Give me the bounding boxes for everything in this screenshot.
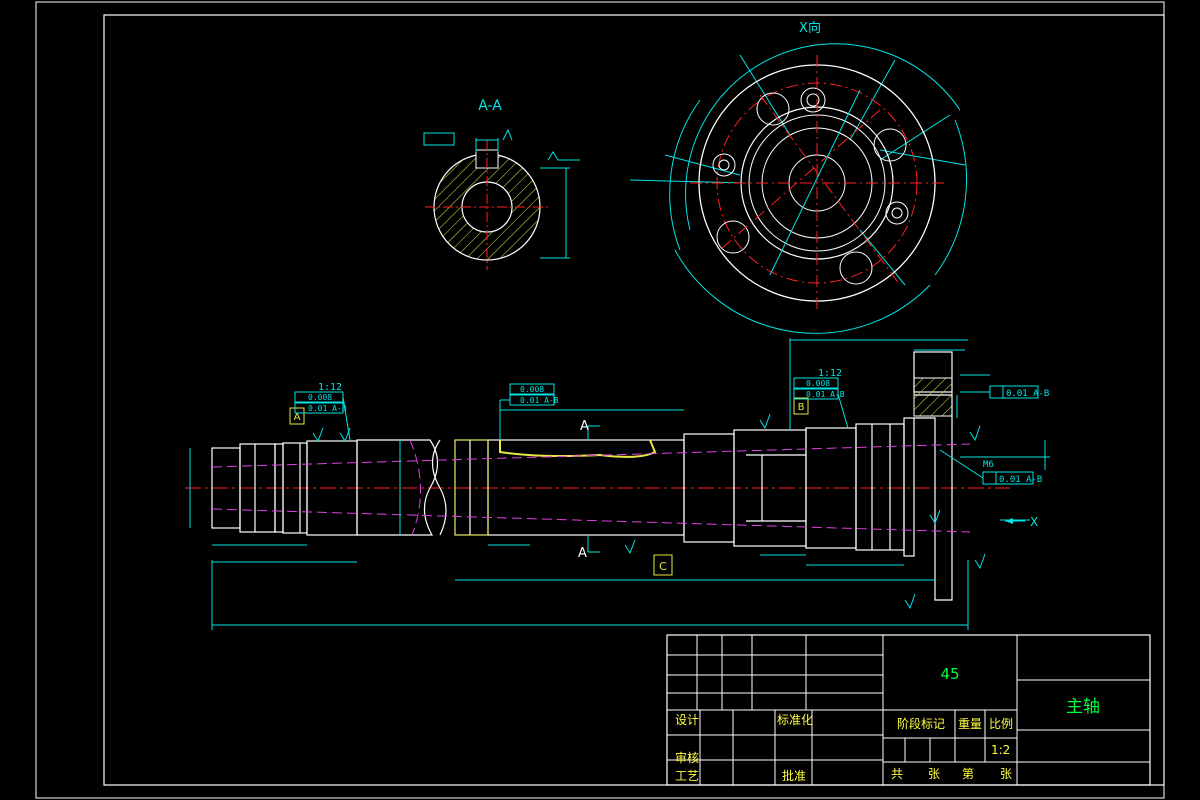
shaft-keyway bbox=[499, 439, 657, 458]
weight-label: 重量 bbox=[958, 717, 982, 731]
hidden-bore-lines bbox=[211, 439, 971, 536]
bolt-holes bbox=[712, 87, 909, 285]
tolerance-mid: 0.008 0.01 A-B bbox=[499, 383, 559, 440]
angle-dimension-arc-bottom bbox=[674, 249, 931, 334]
tolerance-left: 1:12 0.008 0.01 A-B bbox=[294, 382, 351, 441]
x-arrow-label: X bbox=[1030, 515, 1038, 529]
tolerance-face: 0.01 A-B bbox=[960, 385, 1049, 399]
angle-dimension-arc-left bbox=[669, 99, 701, 251]
section-mark-a-bottom: A bbox=[578, 546, 587, 561]
scale-value-label: 1:2 bbox=[991, 743, 1010, 757]
angle-dimension-arc-right bbox=[934, 119, 968, 276]
svg-text:0.008: 0.008 bbox=[806, 379, 830, 388]
title-block-text: 45 主轴 设计 标准化 审核 工艺 批准 阶段标记 重量 比例 1:2 共 张… bbox=[675, 665, 1100, 783]
part-name-label: 主轴 bbox=[1066, 697, 1100, 717]
outer-frame bbox=[35, 1, 1165, 799]
design-label: 设计 bbox=[675, 713, 699, 727]
svg-text:0.01 A-B: 0.01 A-B bbox=[806, 390, 845, 399]
svg-text:0.008: 0.008 bbox=[520, 385, 544, 394]
datum-c-frame bbox=[653, 554, 673, 576]
title-block bbox=[666, 634, 1151, 786]
flange-hatch-block bbox=[913, 377, 953, 417]
svg-text:M6: M6 bbox=[983, 460, 994, 470]
svg-text:0.01 A-B: 0.01 A-B bbox=[520, 396, 559, 405]
svg-text:0.01 A-B: 0.01 A-B bbox=[1006, 389, 1049, 399]
svg-text:0.01 A-B: 0.01 A-B bbox=[308, 404, 347, 413]
process-label: 工艺 bbox=[675, 769, 699, 783]
datum-c-label: C bbox=[659, 560, 667, 573]
svg-text:0.01 A-B: 0.01 A-B bbox=[999, 475, 1042, 485]
stage-mark-label: 阶段标记 bbox=[897, 716, 945, 731]
x-direction-view: X向 bbox=[629, 20, 968, 334]
main-shaft-view: A A C A B 1:12 0.008 0.01 A-B 0.008 0.01… bbox=[185, 338, 1050, 630]
section-a-a-view: A-A bbox=[423, 98, 580, 270]
datum-a-label: A bbox=[294, 412, 301, 423]
svg-text:0.008: 0.008 bbox=[308, 393, 332, 402]
section-a-a-label: A-A bbox=[478, 98, 502, 114]
dimension-lines bbox=[189, 338, 1050, 630]
sheets-label: 张 bbox=[928, 767, 940, 781]
section-tolerance-frame bbox=[423, 132, 455, 146]
standardize-label: 标准化 bbox=[777, 713, 813, 727]
datum-b-frame bbox=[793, 397, 809, 415]
datum-b-label: B bbox=[798, 402, 805, 413]
approve-label: 批准 bbox=[782, 768, 806, 783]
x-view-label: X向 bbox=[799, 20, 821, 36]
shaft-step-highlight bbox=[454, 439, 489, 536]
material-label: 45 bbox=[940, 665, 959, 683]
taper-right-label: 1:12 bbox=[818, 368, 842, 379]
section-mark-a-top: A bbox=[580, 419, 589, 434]
taper-left-label: 1:12 bbox=[318, 382, 342, 393]
tolerance-side: M6 0.01 A-B bbox=[939, 449, 1042, 485]
scale-label: 比例 bbox=[989, 717, 1013, 731]
inner-frame bbox=[103, 14, 1165, 786]
total-label: 共 bbox=[891, 767, 903, 781]
datum-a-frame bbox=[289, 407, 305, 425]
angle-dimension-arc-top bbox=[685, 43, 961, 231]
tolerance-right: 1:12 0.008 0.01 A-B bbox=[793, 368, 849, 429]
page-label: 第 bbox=[962, 767, 974, 781]
sheet-label: 张 bbox=[1000, 767, 1012, 781]
review-label: 审核 bbox=[675, 750, 699, 765]
roughness-symbols bbox=[312, 413, 986, 610]
